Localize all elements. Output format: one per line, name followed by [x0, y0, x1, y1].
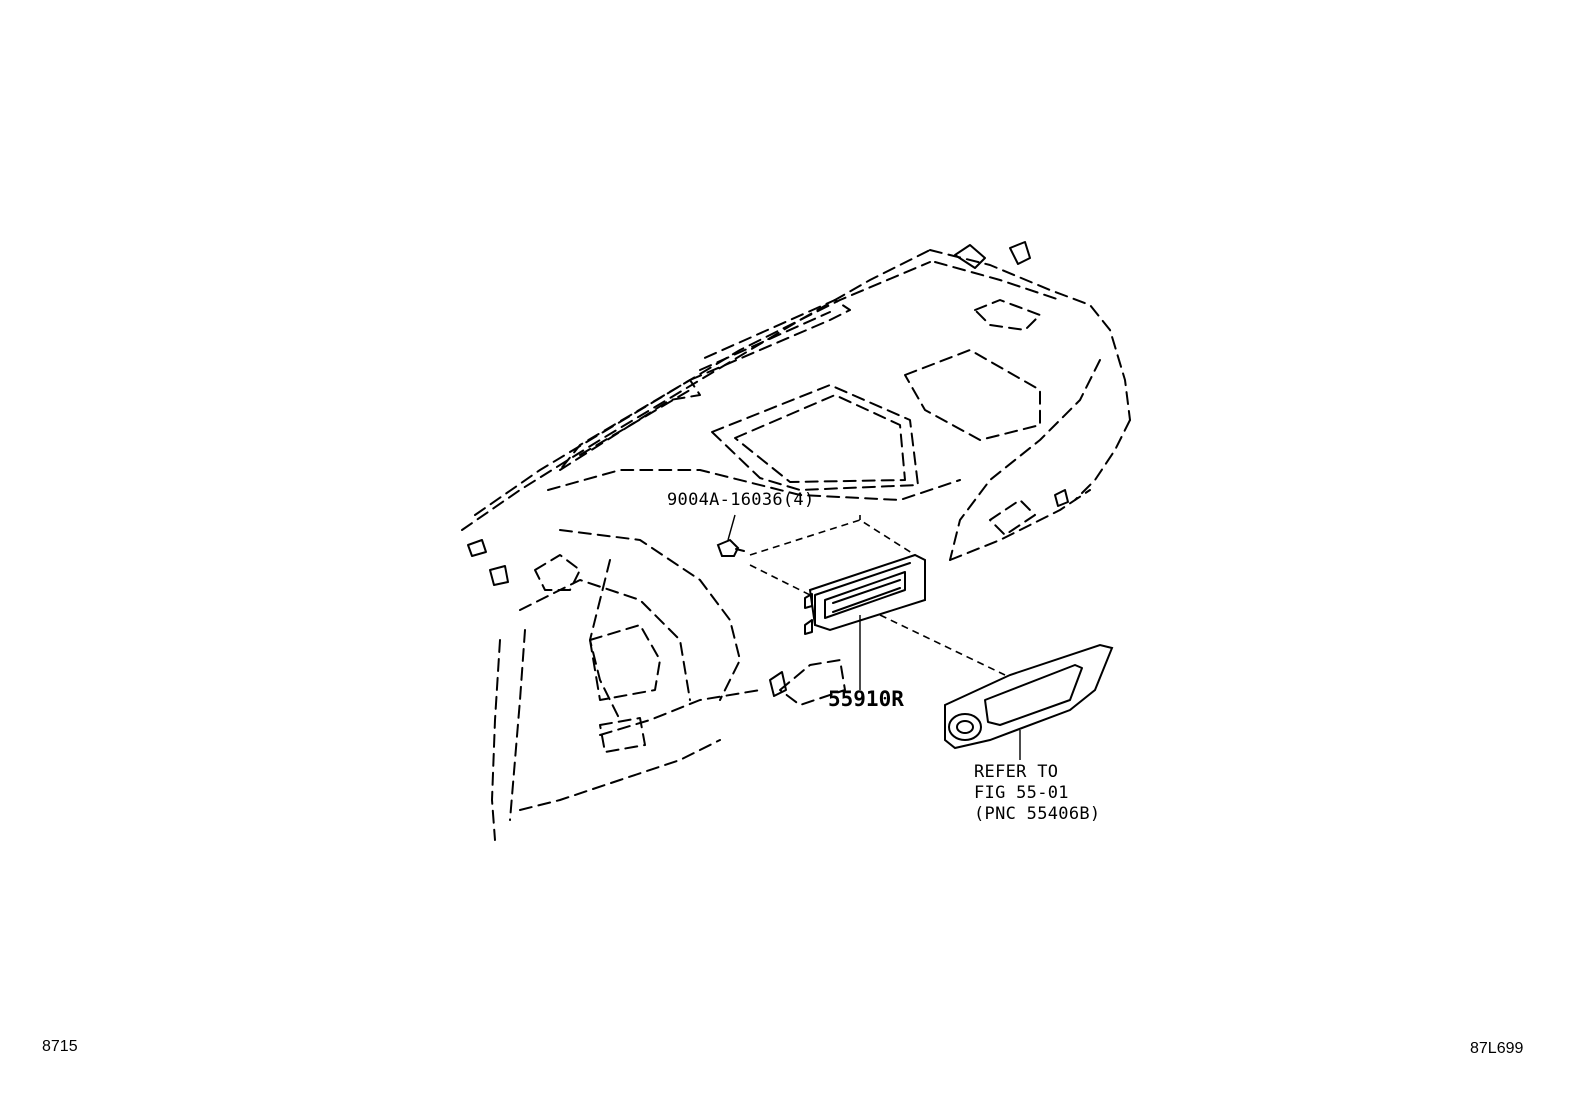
refer-note-line1: REFER TO	[974, 762, 1059, 782]
panel-brackets	[467, 241, 1069, 697]
refer-note-line3: (PNC 55406B)	[974, 804, 1101, 824]
footer-right-code: 87L699	[1470, 1040, 1524, 1057]
ac-control-assembly	[804, 553, 926, 690]
instrument-panel-outline	[461, 249, 1131, 841]
footer-left-code: 8715	[42, 1038, 78, 1055]
clip-part	[716, 514, 745, 557]
refer-note-line2: FIG 55-01	[974, 783, 1069, 803]
clip-part-label: 9004A-16036(4)	[667, 490, 815, 510]
main-part-label: 55910R	[828, 687, 904, 711]
bezel-part	[944, 643, 1114, 760]
mounting-guides	[749, 515, 1006, 676]
